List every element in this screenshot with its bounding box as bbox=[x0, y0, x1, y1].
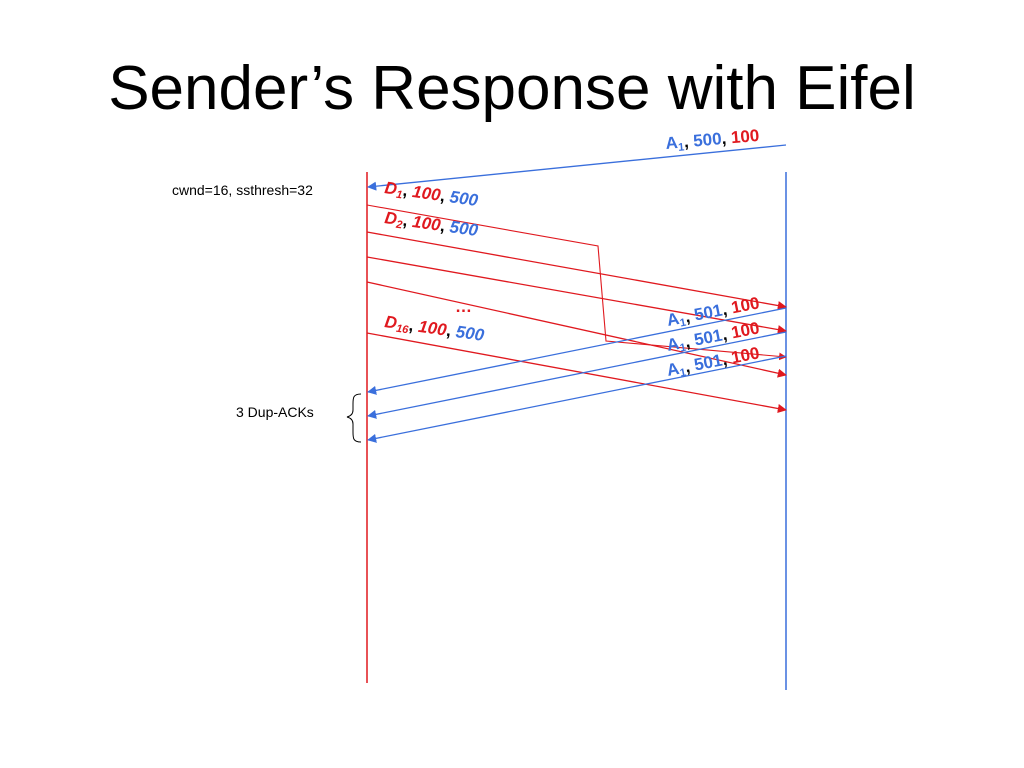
dup-ack-3-arrow bbox=[367, 355, 787, 443]
dup-acks-note: 3 Dup-ACKs bbox=[236, 404, 314, 420]
d2-label: D2, 100, 500 bbox=[383, 208, 480, 242]
dup-ack-2-arrow bbox=[367, 331, 787, 419]
d4-arrow bbox=[366, 281, 787, 378]
ellipsis-label: … bbox=[455, 297, 472, 316]
d2-arrow bbox=[366, 231, 787, 311]
d1-label: D1, 100, 500 bbox=[383, 178, 480, 212]
dup-ack-1-arrow bbox=[367, 307, 787, 395]
dup-acks-brace bbox=[346, 393, 362, 443]
cwnd-note: cwnd=16, ssthresh=32 bbox=[172, 182, 313, 198]
d16-arrow bbox=[366, 332, 787, 413]
top-ack-arrow bbox=[367, 144, 787, 191]
d1-delayed-arrow bbox=[366, 204, 787, 361]
d16-label: D16, 100, 500 bbox=[383, 312, 486, 347]
slide-title: Sender’s Response with Eifel bbox=[108, 54, 916, 123]
d3-arrow bbox=[366, 256, 787, 335]
top-ack-label: A1, 500, 100 bbox=[665, 126, 761, 155]
dup-ack-1-label: A1, 501, 100 bbox=[665, 293, 761, 332]
